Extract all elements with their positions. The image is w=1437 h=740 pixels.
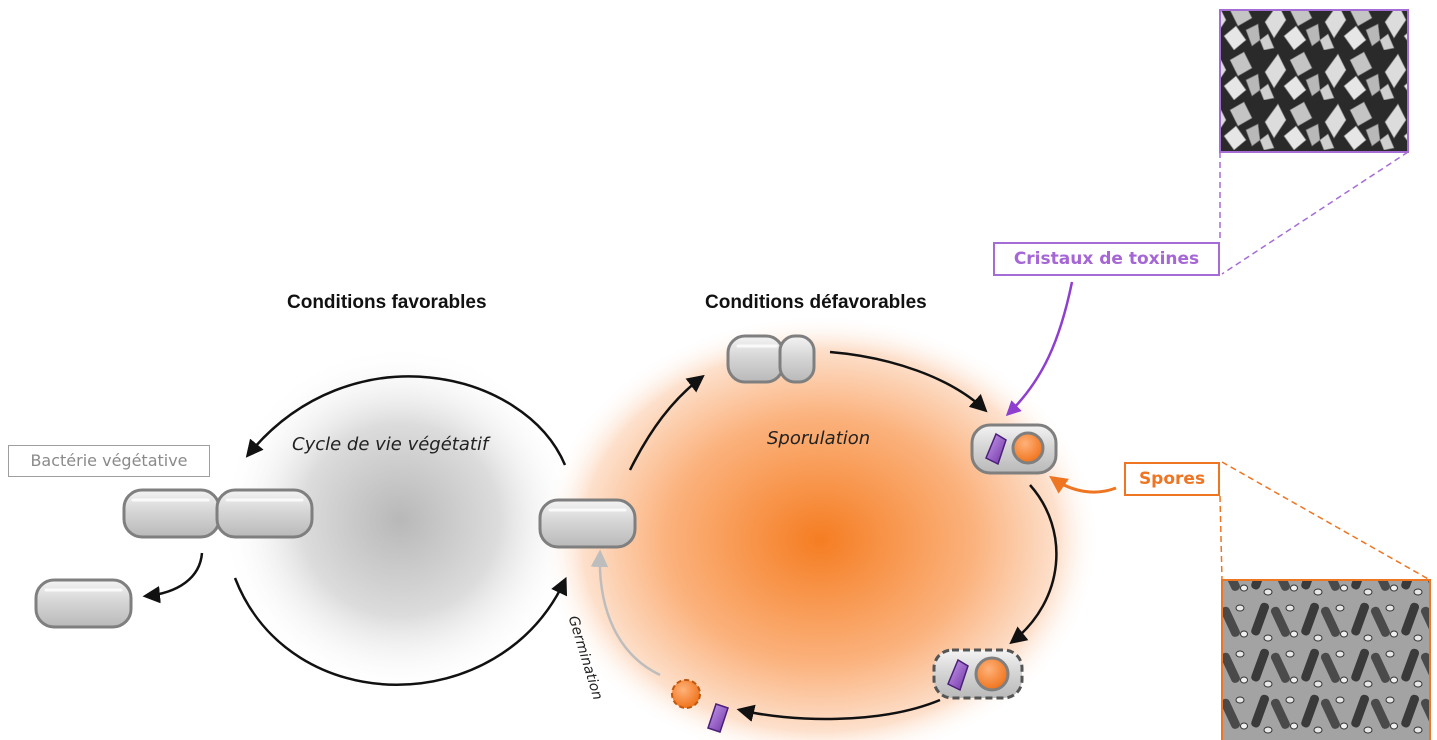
sporulation-arrow-to-sporangium (829, 350, 988, 413)
vegetative-cycle-arrow-top (245, 375, 567, 466)
crystal-micrograph-image (1219, 9, 1409, 153)
released-crystal (707, 703, 729, 733)
unfavorable-conditions-heading: Conditions défavorables (705, 292, 927, 313)
division-arrow (142, 552, 204, 604)
toxin-crystals-label: Cristaux de toxines (993, 242, 1220, 276)
spores-label: Spores (1124, 462, 1220, 496)
sporulation-label: Sporulation (767, 428, 871, 449)
vegetative-bacterium-label: Bactérie végétative (8, 445, 210, 477)
spore-micrograph-image (1221, 579, 1431, 740)
vegetative-cycle-arrow-bottom (233, 576, 568, 686)
dividing-vegetative-cell (122, 488, 314, 539)
germination-arrow (590, 549, 661, 677)
crystal-callout-arrow (1005, 281, 1074, 417)
germinated-vegetative-cell (538, 498, 637, 549)
sporulation-cycle-glow (540, 315, 1100, 740)
sporulation-arrow-to-release (736, 698, 941, 722)
favorable-conditions-heading: Conditions favorables (287, 292, 487, 313)
released-spore (671, 679, 701, 709)
crystal-leader-line-right (1221, 151, 1409, 275)
spore-leader-line-left (1219, 495, 1223, 581)
sporulation-arrow-to-dividing-cell (628, 374, 705, 471)
daughter-vegetative-cell (34, 578, 133, 629)
vegetative-cycle-glow (220, 345, 580, 695)
sporangium-cell (970, 423, 1058, 475)
asymmetric-dividing-cell (726, 334, 816, 384)
spore-leader-line-right (1221, 461, 1431, 581)
spore-callout-arrow (1049, 475, 1117, 494)
sporulation-arrow-to-lysing-cell (1009, 484, 1058, 645)
vegetative-cycle-label: Cycle de vie végétatif (292, 434, 489, 455)
lysing-cell (932, 648, 1024, 700)
